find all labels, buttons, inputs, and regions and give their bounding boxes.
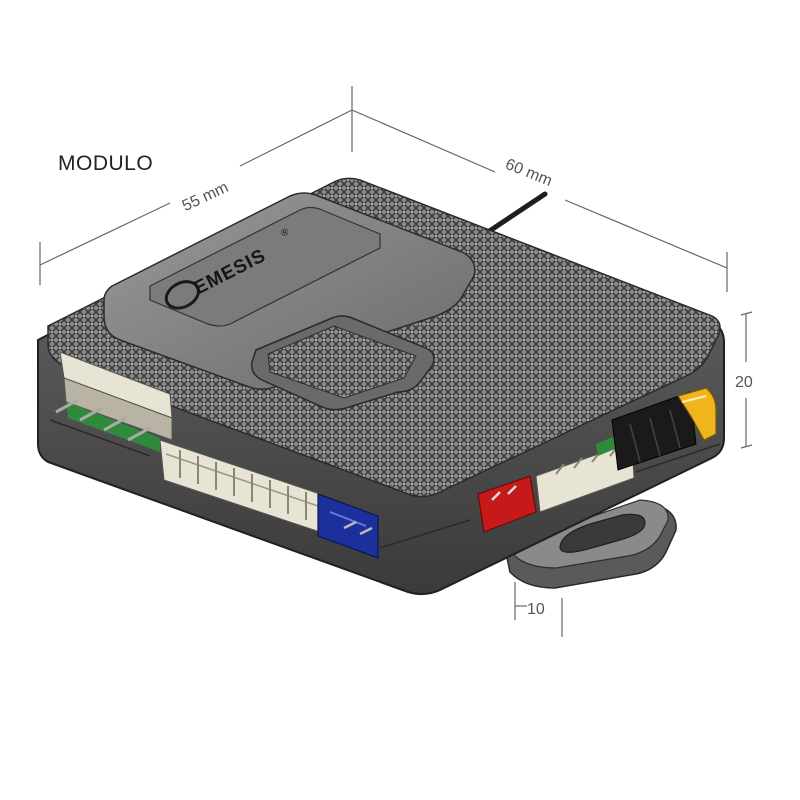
antenna-wire bbox=[485, 191, 548, 235]
page-title: MODULO bbox=[58, 152, 153, 175]
connector-yellow bbox=[677, 387, 717, 441]
brand-label-area bbox=[149, 206, 381, 327]
dimension-tab-label: 10 bbox=[527, 601, 545, 618]
mounting-tab bbox=[504, 499, 677, 589]
connector-blue bbox=[317, 493, 379, 559]
connector-black bbox=[611, 391, 697, 471]
mounting-hole bbox=[559, 513, 646, 553]
window-knurl bbox=[267, 325, 417, 399]
dimension-tab: 10 bbox=[514, 582, 563, 637]
dimension-width-label: 55 mm bbox=[180, 179, 232, 215]
connector-left-white bbox=[59, 351, 173, 441]
connector-front-white bbox=[159, 439, 321, 533]
pcb-pins-left bbox=[55, 398, 160, 452]
dimension-height-label: 20 bbox=[735, 374, 753, 391]
dimension-depth-label: 60 mm bbox=[503, 156, 555, 190]
housing-seam bbox=[49, 419, 721, 549]
connector-red bbox=[477, 475, 537, 533]
brand-swoosh-icon bbox=[164, 280, 200, 310]
dimension-height: 20 bbox=[735, 311, 753, 449]
